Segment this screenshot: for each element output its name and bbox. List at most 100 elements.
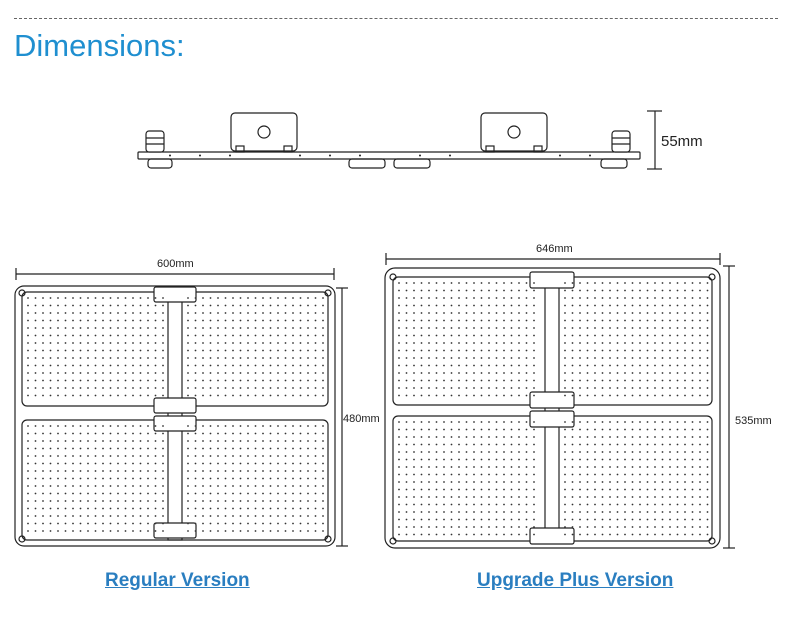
led-dot: [465, 364, 468, 367]
led-dot: [398, 473, 400, 476]
led-dot: [684, 526, 686, 528]
led-dot: [676, 319, 679, 322]
led-dot: [654, 503, 656, 506]
led-dot: [147, 342, 149, 344]
led-dot: [102, 425, 104, 427]
led-dot: [57, 447, 59, 450]
led-dot: [322, 447, 324, 450]
led-dot: [72, 432, 74, 435]
led-dot: [49, 319, 52, 322]
led-dot: [413, 304, 415, 307]
led-dot: [314, 522, 317, 525]
led-dot: [533, 473, 535, 476]
led-dot: [473, 357, 475, 359]
led-dot: [277, 334, 279, 337]
led-dot: [458, 511, 460, 513]
led-dot: [94, 462, 97, 465]
led-dot: [232, 485, 234, 487]
led-dot: [34, 379, 37, 382]
led-dot: [428, 526, 430, 528]
led-dot: [473, 387, 475, 389]
led-dot: [299, 304, 302, 307]
led-dot: [322, 440, 324, 442]
led-dot: [684, 297, 686, 299]
led-dot: [495, 496, 498, 498]
led-dot: [488, 526, 490, 528]
led-dot: [292, 357, 294, 359]
led-dot: [503, 488, 505, 491]
led-dot: [586, 421, 589, 423]
led-dot: [27, 477, 29, 480]
led-dot: [277, 357, 279, 359]
led-dot: [669, 312, 671, 314]
led-dot: [292, 349, 294, 352]
led-dot: [646, 394, 649, 397]
led-dot: [579, 533, 581, 536]
led-dot: [669, 327, 671, 329]
led-dot: [72, 462, 74, 465]
led-dot: [616, 421, 619, 423]
led-dot: [299, 372, 302, 374]
led-dot: [488, 334, 490, 337]
regular-version-link[interactable]: Regular Version: [105, 570, 250, 591]
led-dot: [586, 334, 589, 337]
led-dot: [269, 470, 272, 472]
led-dot: [405, 372, 408, 374]
led-dot: [247, 312, 249, 314]
led-dot: [654, 394, 656, 397]
led-dot: [307, 492, 309, 495]
led-dot: [79, 349, 82, 352]
led-dot: [533, 304, 535, 307]
led-dot: [49, 379, 52, 382]
led-dot: [699, 364, 701, 367]
led-dot: [631, 473, 634, 476]
led-dot: [162, 522, 164, 525]
led-dot: [269, 522, 272, 525]
led-dot: [571, 319, 574, 322]
led-dot: [420, 436, 423, 438]
led-dot: [27, 492, 29, 495]
led-dot: [239, 297, 242, 299]
led-dot: [102, 477, 104, 480]
led-dot: [518, 451, 520, 453]
led-dot: [217, 394, 219, 397]
led-dot: [631, 458, 634, 461]
led-dot: [616, 526, 619, 528]
led-dot: [269, 372, 272, 374]
led-dot: [661, 364, 664, 367]
led-dot: [34, 349, 37, 352]
led-dot: [586, 488, 589, 491]
led-dot: [49, 447, 52, 450]
led-dot: [510, 394, 513, 397]
led-dot: [27, 485, 29, 487]
led-dot: [465, 379, 468, 382]
led-dot: [495, 304, 498, 307]
led-dot: [34, 357, 37, 359]
led-dot: [579, 451, 581, 453]
led-dot: [676, 349, 679, 352]
led-dot: [398, 526, 400, 528]
led-dot: [405, 443, 408, 446]
led-dot: [269, 462, 272, 465]
led-dot: [631, 312, 634, 314]
led-dot: [488, 473, 490, 476]
led-dot: [594, 533, 596, 536]
upgrade-version-link[interactable]: Upgrade Plus Version: [477, 570, 674, 591]
led-dot: [413, 282, 415, 284]
led-dot: [277, 342, 279, 344]
led-dot: [162, 312, 164, 314]
led-dot: [586, 379, 589, 382]
led-dot: [217, 379, 219, 382]
led-dot: [209, 492, 212, 495]
led-dot: [217, 425, 219, 427]
led-dot: [420, 372, 423, 374]
led-dot: [284, 440, 287, 442]
side-view: [137, 110, 662, 170]
led-dot: [124, 515, 127, 517]
led-dot: [510, 436, 513, 438]
led-dot: [525, 372, 528, 374]
led-dot: [262, 327, 264, 329]
led-dot: [480, 488, 483, 491]
led-dot: [518, 319, 520, 322]
led-dot: [202, 379, 204, 382]
